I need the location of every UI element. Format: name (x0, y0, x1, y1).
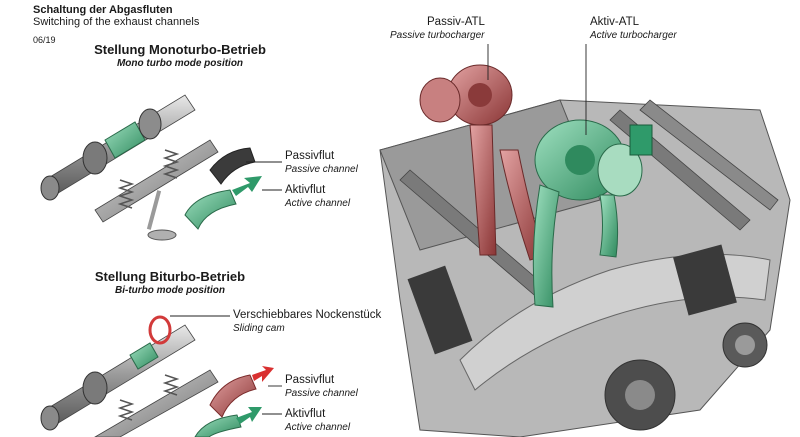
biturbo-active-label-en: Active channel (285, 422, 351, 433)
engine-illustration (379, 64, 791, 437)
leader-lines (170, 44, 587, 415)
biturbo-subtitle: Bi-turbo mode position (115, 285, 225, 296)
passive-turbocharger (419, 64, 545, 261)
header-subtitle: Switching of the exhaust channels (33, 16, 200, 28)
passive-atl-label: Passiv-ATL (427, 16, 485, 28)
biturbo-passive-label: Passivflut (285, 374, 335, 386)
biturbo-passive-label-en: Passive channel (285, 388, 358, 399)
mono-active-label-en: Active channel (285, 198, 351, 209)
biturbo-title: Stellung Biturbo-Betrieb (94, 269, 246, 284)
header-date: 06/19 (33, 35, 56, 45)
biturbo-camshaft-assembly (40, 315, 274, 437)
mono-title: Stellung Monoturbo-Betrieb (94, 42, 266, 57)
biturbo-cam-label-en: Sliding cam (233, 323, 285, 334)
biturbo-cam-label: Verschiebbares Nockenstück (233, 309, 382, 321)
mono-active-label: Aktivflut (285, 184, 326, 196)
header-title: Schaltung der Abgasfluten (33, 4, 173, 16)
biturbo-active-label: Aktivflut (285, 408, 326, 420)
passive-atl-label-en: Passive turbocharger (390, 30, 485, 41)
active-atl-label: Aktiv-ATL (590, 16, 639, 28)
active-atl-label-en: Active turbocharger (590, 30, 677, 41)
mono-subtitle: Mono turbo mode position (116, 58, 244, 69)
mono-camshaft-assembly (40, 94, 262, 241)
mono-passive-label: Passivflut (285, 150, 335, 162)
mono-passive-label-en: Passive channel (285, 164, 358, 175)
active-turbocharger (532, 119, 653, 308)
